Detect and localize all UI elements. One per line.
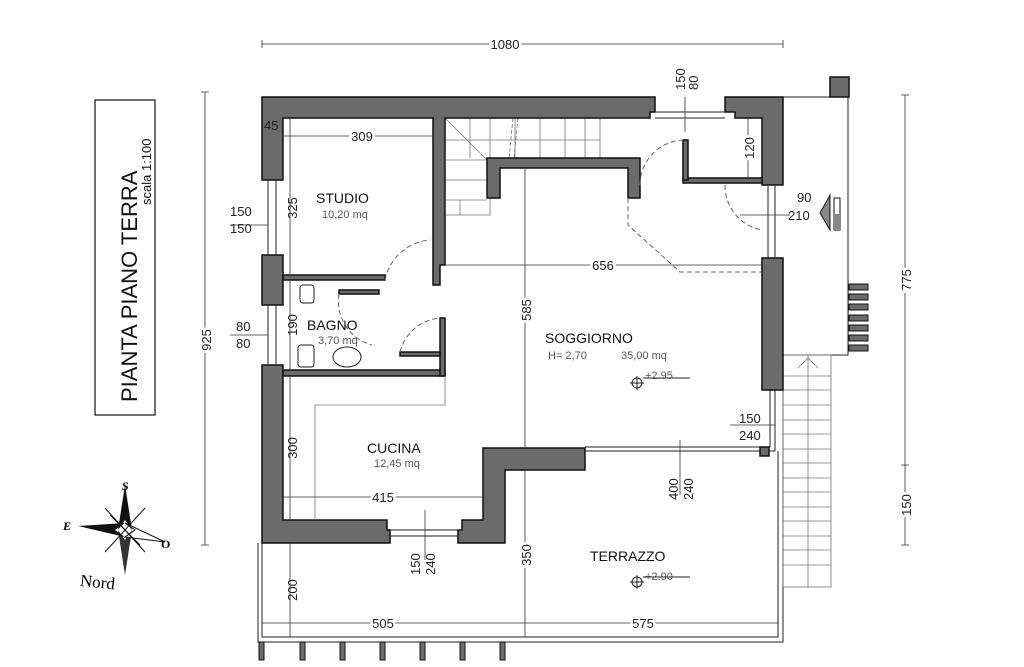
room-terrazzo-level: +2.90	[645, 571, 673, 583]
dim-terrace-right: 575	[632, 616, 654, 631]
compass-s: S	[122, 479, 129, 493]
dim-door-terrace-2: 240	[681, 478, 696, 500]
room-terrazzo-name: TERRAZZO	[590, 548, 666, 564]
dim-soggiorno-w: 656	[592, 258, 614, 273]
room-bagno-area: 3,70 mq	[318, 335, 358, 347]
dimension-lines	[201, 40, 909, 637]
dim-terrace-200: 200	[285, 579, 300, 601]
room-cucina-name: CUCINA	[367, 440, 421, 456]
dim-closet: 120	[742, 137, 757, 159]
dim-win-cucina-2: 240	[423, 553, 438, 575]
dim-45: 45	[264, 118, 278, 133]
walls	[261, 96, 784, 544]
plan-title: PIANTA PIANO TERRA	[117, 170, 142, 402]
dim-door-terrace-1: 400	[666, 478, 681, 500]
room-cucina-area: 12,45 mq	[374, 458, 420, 470]
dim-win-top-2: 80	[686, 76, 701, 90]
compass-rose-icon: S E O Nord	[62, 479, 170, 594]
dim-bagno-h: 190	[285, 314, 300, 336]
dim-studio-w: 309	[351, 129, 373, 144]
external-stair	[782, 354, 832, 588]
dim-door-entry-1: 90	[797, 190, 811, 205]
dim-cucina-h: 300	[285, 437, 300, 459]
dim-win-top-1: 150	[673, 68, 688, 90]
dim-right-lower: 150	[899, 494, 914, 516]
entry-arrow-icon	[819, 193, 841, 232]
dim-cucina-w: 415	[372, 490, 394, 505]
room-soggiorno-height: H= 2,70	[548, 350, 587, 362]
dim-win-bagno-2: 80	[236, 336, 250, 351]
room-soggiorno-name: SOGGIORNO	[545, 330, 633, 346]
dim-win-studio-1: 150	[230, 204, 252, 219]
dim-door-entry-2: 210	[788, 208, 810, 223]
room-labels: STUDIO 10,20 mq BAGNO 3,70 mq SOGGIORNO …	[307, 190, 673, 583]
title-block: PIANTA PIANO TERRA scala 1:100	[94, 99, 156, 416]
bidet-icon	[297, 344, 315, 368]
compass-nord: Nord	[79, 571, 116, 594]
room-soggiorno-level: +2.95	[645, 370, 673, 382]
dim-win-studio-2: 150	[230, 221, 252, 236]
room-studio-area: 10,20 mq	[322, 209, 368, 221]
bathroom-fixtures	[297, 284, 362, 368]
dimension-texts: 1080 925 775 150 45 309 325 190 656 585 …	[197, 35, 917, 634]
dim-terrace-left: 505	[372, 616, 394, 631]
dim-soggiorno-h: 585	[519, 299, 534, 321]
toilet-icon	[299, 284, 315, 304]
dim-total-height: 925	[199, 329, 214, 351]
dim-studio-h: 325	[285, 197, 300, 219]
plan-scale: scala 1:100	[139, 139, 154, 206]
level-markers	[630, 376, 690, 589]
dim-win-sogg-1: 150	[739, 411, 761, 426]
sink-icon	[332, 346, 362, 368]
terrace-outline	[257, 76, 869, 661]
dim-terrace-350: 350	[519, 544, 534, 566]
room-studio-name: STUDIO	[316, 190, 369, 206]
dim-win-cucina-1: 150	[408, 553, 423, 575]
compass-o: O	[161, 537, 170, 551]
dim-total-width: 1080	[491, 37, 520, 52]
compass-e: E	[62, 519, 71, 533]
room-bagno-name: BAGNO	[307, 317, 358, 333]
dim-win-bagno-1: 80	[236, 319, 250, 334]
room-soggiorno-area: 35,00 mq	[621, 350, 667, 362]
dim-right-height: 775	[899, 269, 914, 291]
dim-win-sogg-2: 240	[739, 428, 761, 443]
